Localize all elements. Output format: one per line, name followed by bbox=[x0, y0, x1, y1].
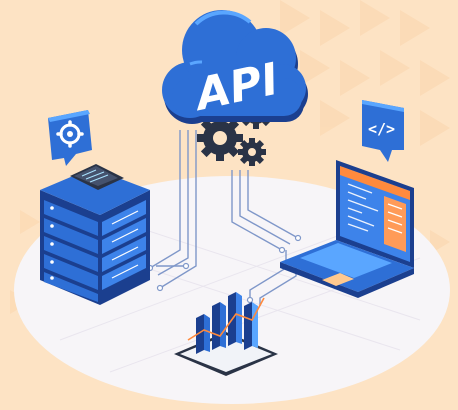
laptop-screen-code bbox=[347, 183, 379, 232]
code-badge-label: </> bbox=[368, 120, 395, 138]
server-units bbox=[44, 200, 146, 302]
circuit-lines bbox=[149, 130, 299, 306]
gear-large-icon bbox=[197, 115, 243, 161]
server-top-module bbox=[70, 164, 124, 190]
settings-glyph-icon bbox=[56, 120, 84, 148]
laptop-keyboard bbox=[300, 243, 392, 278]
server-rack-icon bbox=[40, 164, 150, 305]
gear-small-icon bbox=[238, 138, 266, 166]
chart-trend-line bbox=[187, 297, 265, 341]
api-cloud-icon: API bbox=[162, 10, 308, 124]
settings-badge-icon bbox=[48, 110, 92, 166]
bar-chart-tablet-icon bbox=[174, 292, 278, 376]
code-badge-icon: </> bbox=[362, 100, 404, 162]
laptop-icon bbox=[280, 160, 414, 298]
laptop-touchpad bbox=[322, 273, 354, 286]
laptop-sidebar-panel bbox=[384, 196, 406, 252]
